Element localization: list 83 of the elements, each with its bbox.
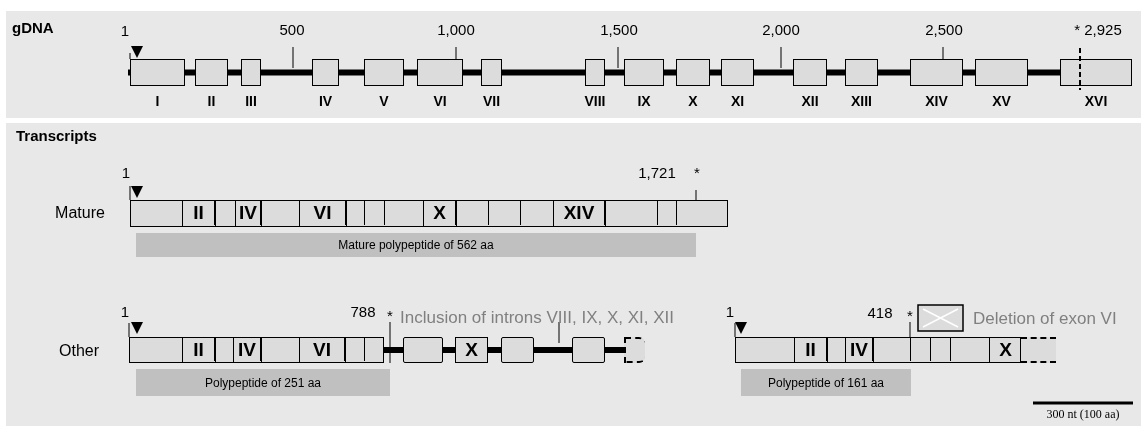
annotation-text: Inclusion of introns VIII, IX, X, XI, XII [400, 308, 674, 326]
row-label: Other [59, 343, 99, 359]
stop-codon-mark: * [387, 307, 393, 323]
exon-segment: IV [234, 199, 262, 227]
intron-line [502, 69, 585, 76]
intron-line [228, 69, 241, 76]
exon-segment: II [793, 336, 828, 363]
polypeptide-bar: Mature polypeptide of 562 aa [136, 233, 696, 257]
position-number: 1 [121, 164, 131, 180]
intron-line [605, 347, 624, 353]
intron-line [534, 347, 572, 353]
intron-line [963, 69, 975, 76]
position-number: 1,721 [638, 164, 676, 180]
exon-label: V [379, 93, 389, 109]
exon-box [572, 337, 605, 363]
position-number: 1 [725, 303, 735, 319]
exon-segment: X [422, 199, 457, 227]
intron-line [664, 69, 676, 76]
panel [6, 123, 1141, 426]
exon-label: X [688, 93, 698, 109]
intron-line [710, 69, 721, 76]
exon-box: X [455, 337, 488, 363]
exon-segment: II [181, 336, 216, 363]
exon-label: XVI [1084, 93, 1108, 109]
position-number: 500 [279, 21, 305, 37]
polypeptide-bar: Polypeptide of 161 aa [741, 369, 911, 396]
intron-line [754, 69, 793, 76]
intron-line [878, 69, 910, 76]
legend-label: Deletion of exon VI [973, 309, 1117, 327]
position-number: 418 [867, 304, 893, 320]
exon-segment: VI [298, 336, 346, 363]
exon-label: VI [433, 93, 447, 109]
position-number: 788 [350, 303, 376, 319]
exon-label: XIII [851, 93, 872, 109]
exon-label: XIV [925, 93, 948, 109]
partial-exon-box [1021, 337, 1056, 363]
exon-box [501, 337, 534, 363]
intron-line [443, 347, 455, 353]
exon-label: VIII [584, 93, 606, 109]
transcript-bar [129, 337, 384, 363]
intron-line [605, 69, 624, 76]
intron-line [1028, 69, 1060, 76]
position-number: 1,000 [437, 21, 475, 37]
exon-label: I [155, 93, 160, 109]
exon-segment: XIV [552, 199, 606, 227]
exon-segment: II [181, 199, 216, 227]
exon-label: VII [482, 93, 501, 109]
intron-line [384, 347, 403, 353]
transcript-bar [130, 200, 728, 227]
exon-segment: IV [844, 336, 874, 363]
intron-line [488, 347, 501, 353]
exon-segment: IV [232, 336, 262, 363]
intron-line [185, 69, 195, 76]
scale-bar-label: 300 nt (100 aa) [1046, 408, 1120, 420]
exon-label: IX [637, 93, 651, 109]
exon-label: III [245, 93, 257, 109]
transcript-bar [735, 337, 1021, 363]
intron-line [827, 69, 845, 76]
panel-title: gDNA [12, 19, 54, 36]
intron-line [463, 69, 481, 76]
row-label: Mature [55, 205, 105, 221]
exon-label: IV [318, 93, 333, 109]
exon-label: XII [801, 93, 819, 109]
stop-codon-mark: * [907, 307, 913, 323]
exon-label: II [207, 93, 216, 109]
intron-line [261, 69, 312, 76]
position-number: 2,500 [925, 21, 963, 37]
polypeptide-bar: Polypeptide of 251 aa [136, 369, 390, 396]
exon-label: XI [730, 93, 745, 109]
intron-line [404, 69, 417, 76]
stop-codon-mark: * [694, 164, 700, 180]
exon-label: XV [992, 93, 1011, 109]
stop-position-label: * 2,925 [1074, 21, 1122, 37]
position-number: 1 [120, 22, 130, 38]
position-number: 2,000 [762, 21, 800, 37]
intron-line [339, 69, 364, 76]
panel [6, 11, 1141, 118]
position-number: 1 [120, 303, 130, 319]
exon-box [403, 337, 443, 363]
position-number: 1,500 [600, 21, 638, 37]
partial-exon-box [624, 337, 645, 363]
exon-segment: VI [298, 199, 347, 227]
panel-title: Transcripts [16, 127, 97, 144]
